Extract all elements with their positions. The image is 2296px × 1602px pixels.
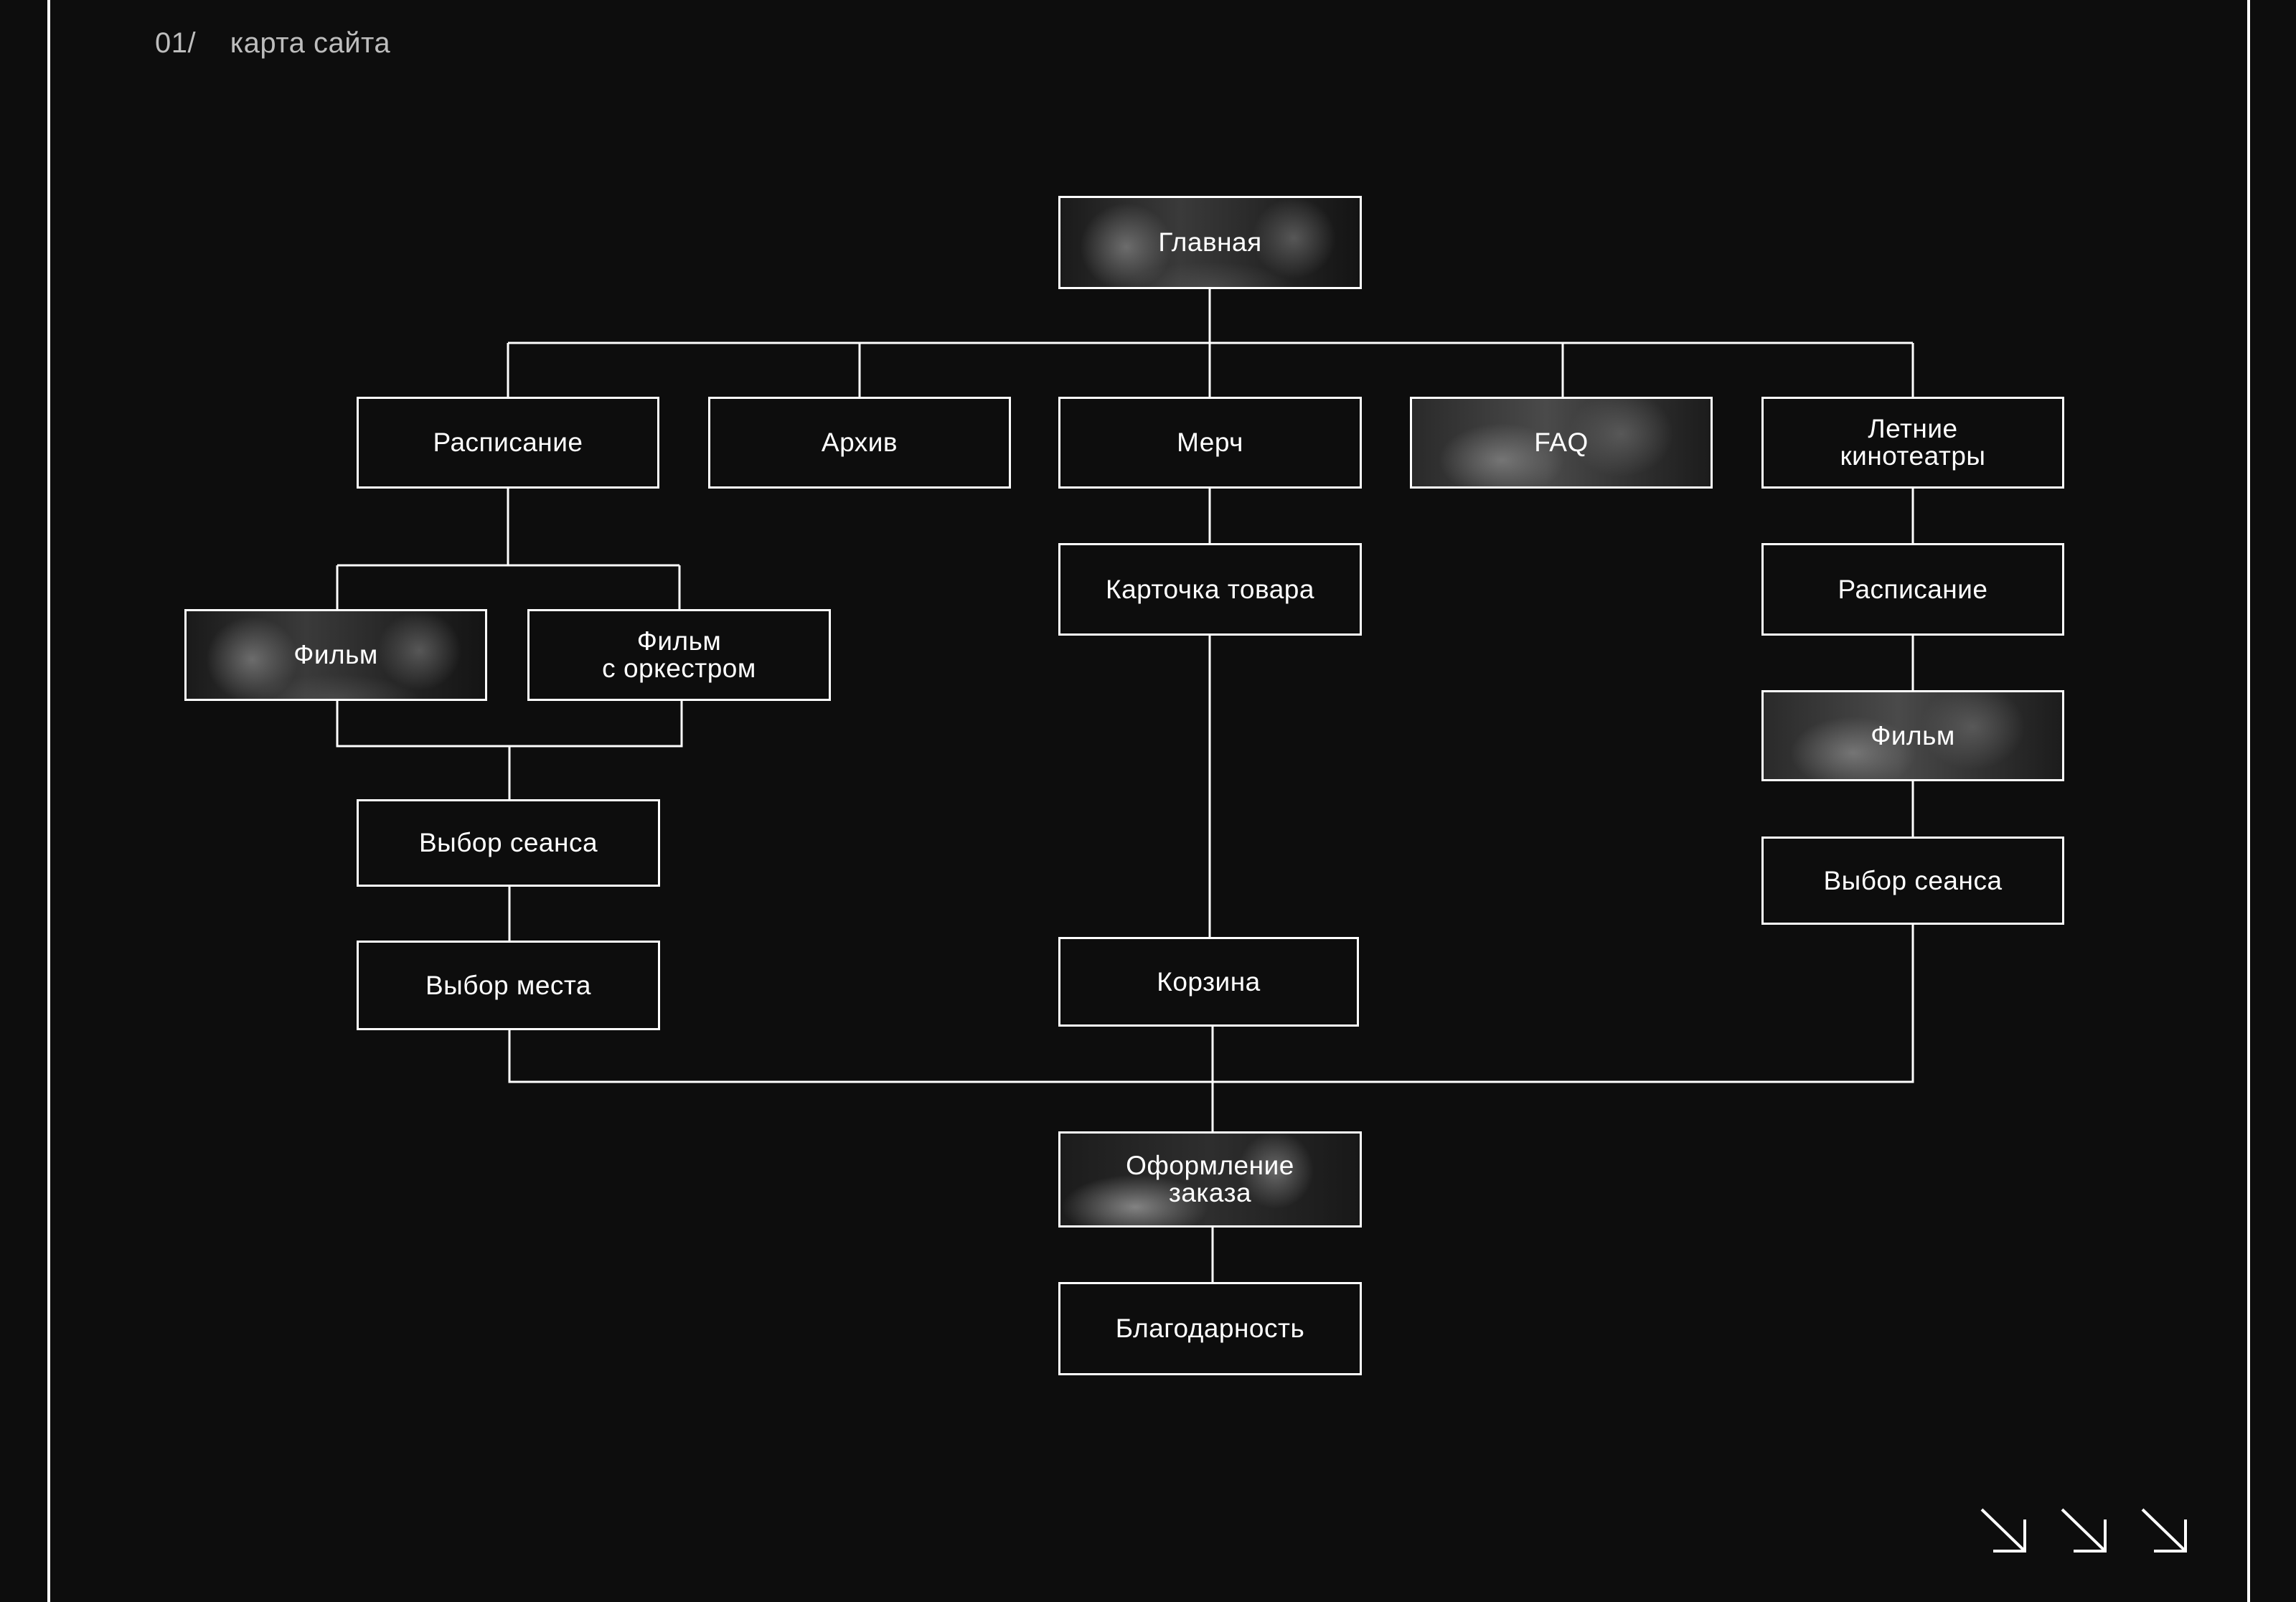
node-session-select-label: Выбор сеанса: [418, 828, 598, 857]
node-film[interactable]: Фильм: [184, 609, 487, 701]
node-home-photo: [1060, 198, 1360, 287]
node-checkout[interactable]: Оформление заказа: [1058, 1131, 1362, 1228]
node-summer-cinemas[interactable]: Летние кинотеатры: [1761, 397, 2064, 489]
node-summer-film[interactable]: Фильм: [1761, 690, 2064, 781]
connector-schedule-to-films: [336, 488, 681, 610]
node-summer-schedule[interactable]: Расписание: [1761, 543, 2064, 636]
node-product-card[interactable]: Карточка товара: [1058, 543, 1362, 636]
node-archive-label: Архив: [821, 428, 898, 457]
node-thanks[interactable]: Благодарность: [1058, 1282, 1362, 1375]
node-film-orchestra-label: Фильм с оркестром: [602, 626, 756, 683]
frame-line-left: [47, 0, 50, 1602]
node-checkout-photo: [1060, 1134, 1360, 1225]
node-film-orchestra[interactable]: Фильм с оркестром: [527, 609, 831, 701]
arrow-down-right-icon[interactable]: [2059, 1507, 2109, 1554]
page-title: карта сайта: [230, 27, 391, 59]
node-summer-film-label: Фильм: [1871, 720, 1955, 750]
node-cart-label: Корзина: [1157, 966, 1261, 996]
connector-films-to-session: [336, 699, 683, 800]
nav-arrows: [1979, 1507, 2190, 1554]
arrow-down-right-icon[interactable]: [1979, 1507, 2029, 1554]
node-home-label: Главная: [1158, 227, 1262, 257]
node-thanks-label: Благодарность: [1115, 1314, 1305, 1343]
node-product-card-label: Карточка товара: [1106, 574, 1314, 604]
node-merch-label: Мерч: [1177, 428, 1243, 457]
section-number: 01/: [155, 27, 197, 59]
node-summer-cinemas-label: Летние кинотеатры: [1840, 414, 1986, 471]
connector-to-checkout: [508, 924, 1914, 1132]
node-faq[interactable]: FAQ: [1410, 397, 1713, 489]
node-schedule-label: Расписание: [433, 428, 583, 457]
node-summer-schedule-label: Расписание: [1838, 574, 1988, 604]
node-faq-photo: [1412, 399, 1711, 486]
node-film-photo: [187, 611, 485, 699]
node-session-select[interactable]: Выбор сеанса: [357, 799, 660, 887]
arrow-down-right-icon[interactable]: [2140, 1507, 2190, 1554]
node-summer-session-select[interactable]: Выбор сеанса: [1761, 837, 2064, 925]
node-seat-select[interactable]: Выбор места: [357, 941, 660, 1030]
node-home[interactable]: Главная: [1058, 196, 1362, 289]
node-summer-session-select-label: Выбор сеанса: [1823, 865, 2003, 895]
node-schedule[interactable]: Расписание: [357, 397, 659, 489]
node-merch[interactable]: Мерч: [1058, 397, 1362, 489]
node-summer-film-photo: [1764, 692, 2062, 779]
connector-home-to-level1: [507, 288, 1914, 397]
page-header: 01/ карта сайта: [155, 27, 390, 60]
frame-line-right: [2247, 0, 2250, 1602]
node-checkout-label: Оформление заказа: [1126, 1151, 1294, 1207]
node-cart[interactable]: Корзина: [1058, 937, 1359, 1027]
node-seat-select-label: Выбор места: [425, 970, 592, 1000]
node-faq-label: FAQ: [1534, 428, 1589, 457]
node-film-label: Фильм: [293, 640, 378, 669]
node-archive[interactable]: Архив: [708, 397, 1011, 489]
